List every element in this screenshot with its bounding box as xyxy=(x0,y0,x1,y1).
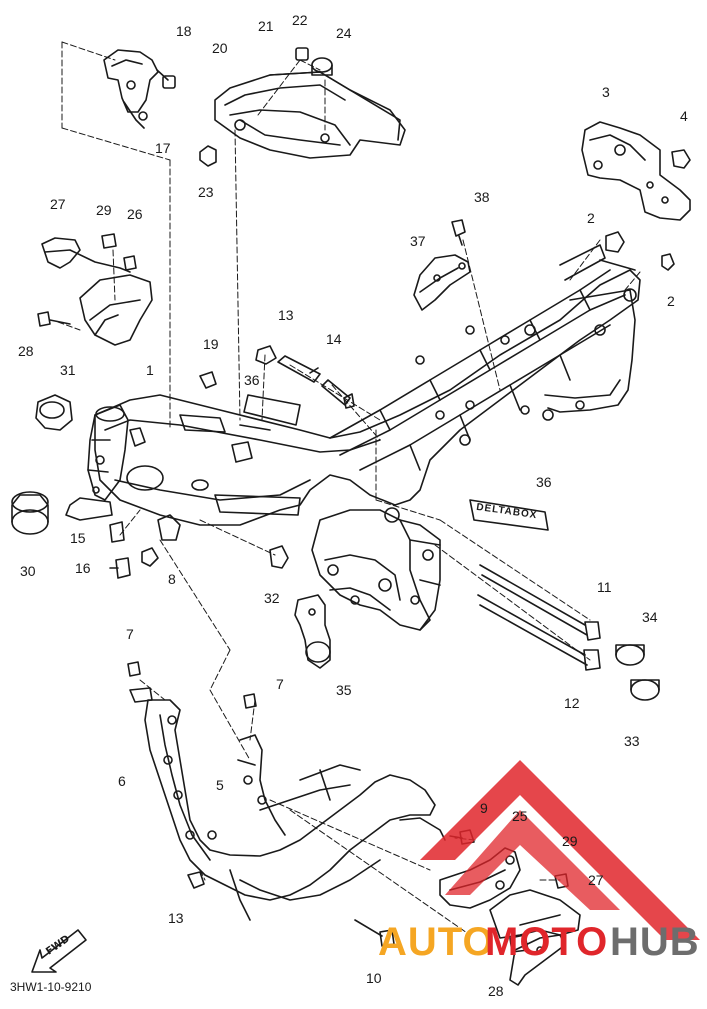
deltabox-decal xyxy=(469,499,549,531)
callout-10: 10 xyxy=(366,970,382,986)
bracket-37-38 xyxy=(413,219,471,311)
callout-16: 16 xyxy=(75,560,91,576)
callout-18: 18 xyxy=(176,23,192,39)
callout-29b: 29 xyxy=(562,833,578,849)
bolts-15-16-8 xyxy=(109,514,181,579)
callout-33: 33 xyxy=(624,733,640,749)
watermark-logo xyxy=(420,760,700,940)
watermark-hub: HUB xyxy=(610,920,700,964)
callout-12: 12 xyxy=(564,695,580,711)
callout-8: 8 xyxy=(168,571,176,587)
callout-5: 5 xyxy=(216,777,224,793)
callout-21: 21 xyxy=(258,18,274,34)
callout-24: 24 xyxy=(336,25,352,41)
callout-19: 19 xyxy=(203,336,219,352)
callout-38: 38 xyxy=(474,189,490,205)
callout-27b: 27 xyxy=(588,872,604,888)
callout-36a: 36 xyxy=(244,372,260,388)
callout-7a: 7 xyxy=(126,626,134,642)
callout-28b: 28 xyxy=(488,983,504,999)
callout-15: 15 xyxy=(70,530,86,546)
callout-1: 1 xyxy=(146,362,154,378)
main-frame-1 xyxy=(65,244,641,631)
top-cover-20-21 xyxy=(199,47,406,167)
callout-20: 20 xyxy=(212,40,228,56)
watermark-moto: MOTO xyxy=(485,920,609,964)
callout-37: 37 xyxy=(410,233,426,249)
bracket-18-17 xyxy=(103,49,176,129)
lower-cradle xyxy=(127,661,446,921)
callout-26: 26 xyxy=(127,206,143,222)
callout-27a: 27 xyxy=(50,196,66,212)
callout-13b: 13 xyxy=(168,910,184,926)
callout-6: 6 xyxy=(118,773,126,789)
callout-36b: 36 xyxy=(536,474,552,490)
callout-14: 14 xyxy=(326,331,342,347)
callout-28a: 28 xyxy=(18,343,34,359)
callout-11: 11 xyxy=(597,579,612,595)
callout-23: 23 xyxy=(198,184,214,200)
callout-32: 32 xyxy=(264,590,280,606)
collars-2 xyxy=(605,231,675,271)
callout-34: 34 xyxy=(642,609,658,625)
callout-13a: 13 xyxy=(278,307,294,323)
callout-2a: 2 xyxy=(587,210,595,226)
callout-7b: 7 xyxy=(276,676,284,692)
callout-30: 30 xyxy=(20,563,36,579)
long-bolts-11-12 xyxy=(477,564,601,671)
callout-2b: 2 xyxy=(667,293,675,309)
part-code: 3HW1-10-9210 xyxy=(10,980,92,994)
fwd-arrow xyxy=(31,929,87,973)
callout-3: 3 xyxy=(602,84,610,100)
collar-32 xyxy=(269,545,289,569)
callout-22: 22 xyxy=(292,12,308,28)
bracket-27-26-29-28 xyxy=(37,233,153,346)
callout-31: 31 xyxy=(60,362,76,378)
callout-29a: 29 xyxy=(96,202,112,218)
plugs-31-30 xyxy=(11,394,73,535)
caps-34-33 xyxy=(615,644,660,701)
bolts-13-14 xyxy=(199,345,355,426)
callout-4: 4 xyxy=(680,108,688,124)
watermark-auto: AUTO xyxy=(378,920,495,964)
mount-bracket-35 xyxy=(294,594,331,669)
callout-17: 17 xyxy=(155,140,171,156)
callout-25: 25 xyxy=(512,808,528,824)
rear-bracket-3-4 xyxy=(581,121,691,221)
callout-9: 9 xyxy=(480,800,488,816)
leader-lines xyxy=(57,41,641,936)
callout-35: 35 xyxy=(336,682,352,698)
